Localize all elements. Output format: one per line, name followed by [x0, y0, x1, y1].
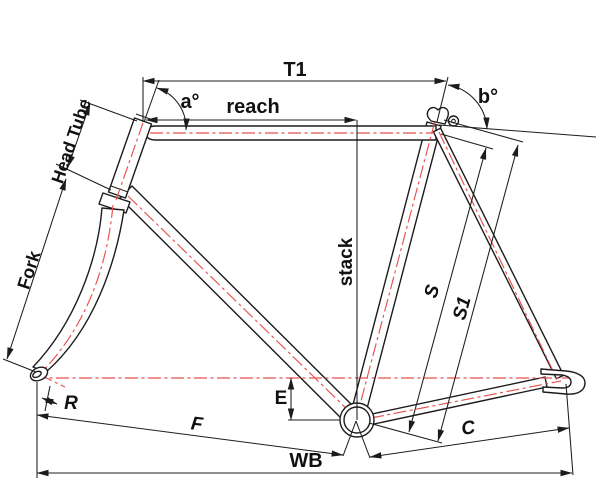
dimension-lines — [2, 76, 597, 478]
label-t1: T1 — [283, 59, 306, 81]
seat-binder-boss — [447, 115, 460, 127]
s-ext-bottom — [368, 422, 443, 444]
headtube-dimension — [67, 103, 91, 168]
seat-tube-ct-dimension — [437, 144, 519, 442]
label-fork: Fork — [13, 247, 44, 291]
fork-ext-bottom — [2, 358, 37, 373]
headtube-ext-top — [79, 99, 138, 122]
rear-axle-extension — [565, 383, 574, 476]
label-chainstay: C — [460, 417, 477, 440]
rear-dropout — [540, 368, 586, 395]
rake-dimension — [41, 396, 58, 406]
label-reach: reach — [226, 96, 279, 118]
label-front-center: F — [190, 413, 205, 435]
headtube-ext-bottom — [55, 163, 112, 191]
steering-axis-centerline — [115, 122, 144, 201]
label-seat-tube-cc: S — [421, 282, 445, 300]
label-seat-angle: b° — [478, 86, 498, 108]
chain-stay-centerline — [370, 380, 562, 419]
seat-axis-extension — [436, 76, 449, 123]
seat-stay-centerline — [438, 131, 556, 376]
label-rake: R — [64, 393, 78, 414]
s1-ext-top — [443, 119, 524, 143]
seat-angle-arc — [447, 83, 490, 130]
chain-stay — [371, 376, 548, 425]
chainstay-dimension — [369, 426, 570, 459]
fork-blade — [32, 207, 125, 373]
fork-dimension — [6, 178, 67, 360]
label-head-angle: a° — [180, 91, 199, 113]
steering-axis-stub — [44, 385, 51, 412]
head-angle-arc — [156, 87, 190, 131]
bb-ray-rear — [355, 420, 371, 459]
head-axis-extension — [143, 79, 160, 123]
down-tube-centerline — [127, 195, 353, 415]
head-tube — [107, 117, 153, 199]
label-wheelbase: WB — [289, 450, 322, 472]
label-bb-drop: E — [275, 388, 288, 409]
seat-angle-ray — [438, 124, 597, 138]
fork-crown — [98, 192, 131, 214]
label-head-tube: Head Tube — [47, 96, 95, 186]
label-stack: stack — [336, 237, 357, 286]
bb-ray-front — [342, 420, 357, 457]
front-center-dimension — [36, 413, 344, 457]
seat-stay — [432, 127, 565, 380]
seat-lug — [426, 106, 450, 125]
